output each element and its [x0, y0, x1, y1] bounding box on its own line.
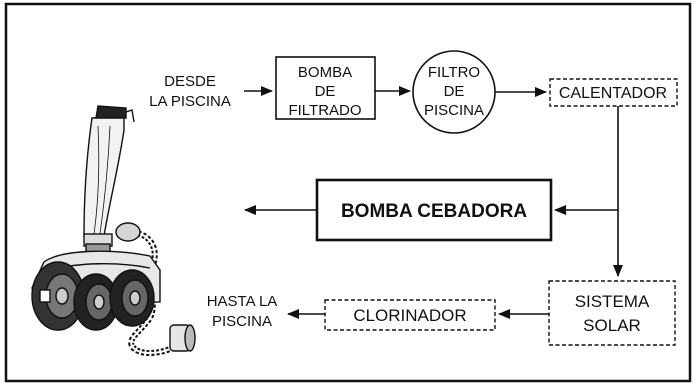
- svg-text:BOMBA: BOMBA: [298, 64, 352, 81]
- diagram-frame: [4, 2, 692, 383]
- heater-box: [549, 78, 678, 107]
- svg-text:FILTRADO: FILTRADO: [288, 102, 361, 119]
- solar-system-label: SISTEMA SOLAR: [575, 292, 650, 335]
- svg-text:DE: DE: [315, 83, 336, 100]
- svg-text:DE: DE: [444, 83, 465, 100]
- filter-pump-label: BOMBA DE FILTRADO: [288, 64, 361, 119]
- pool-cleaner-icon: [31, 105, 196, 356]
- svg-text:SISTEMA: SISTEMA: [575, 292, 650, 311]
- booster-pump-label: BOMBA CEBADORA: [341, 201, 527, 222]
- heater-label: CALENTADOR: [559, 85, 667, 102]
- svg-text:SOLAR: SOLAR: [583, 316, 641, 335]
- svg-text:DESDE: DESDE: [164, 73, 216, 90]
- chlorinator-box: [324, 299, 496, 331]
- booster-pump-box: [315, 178, 553, 242]
- svg-text:LA PISCINA: LA PISCINA: [149, 93, 231, 110]
- pool-filter-label: FILTRO DE PISCINA: [424, 64, 484, 119]
- solar-system-box: [548, 280, 676, 346]
- filter-pump-box: [275, 56, 376, 120]
- return-label: HASTA LA PISCINA: [207, 293, 278, 330]
- chlorinator-label: CLORINADOR: [353, 306, 466, 325]
- svg-text:FILTRO: FILTRO: [428, 64, 480, 81]
- source-label: DESDE LA PISCINA: [149, 73, 231, 110]
- svg-text:PISCINA: PISCINA: [212, 313, 272, 330]
- svg-text:HASTA LA: HASTA LA: [207, 293, 278, 310]
- svg-text:PISCINA: PISCINA: [424, 102, 484, 119]
